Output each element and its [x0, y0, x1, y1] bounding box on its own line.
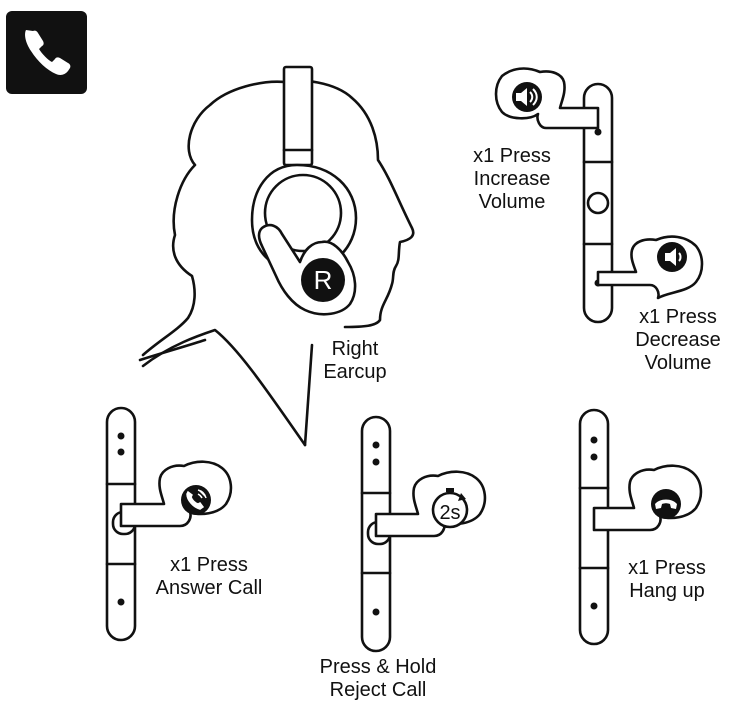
hang-up-icon [655, 499, 677, 509]
decrease-volume-label: x1 Press Decrease Volume [618, 306, 738, 375]
hangup-label: x1 Press Hang up [612, 557, 722, 603]
speaker-up-icon [516, 88, 538, 106]
reject-call-label: Press & Hold Reject Call [298, 656, 458, 702]
answer-line1: x1 Press [170, 554, 248, 576]
head-silhouette [138, 79, 415, 447]
increase-line1: x1 Press [473, 145, 551, 167]
reject-line1: Press & Hold [319, 656, 437, 678]
phone-badge [6, 11, 87, 94]
decrease-line3: Volume [644, 352, 712, 374]
answer-line2: Answer Call [155, 577, 263, 599]
decrease-volume-hand [596, 235, 704, 300]
reject-hand: 2s [374, 470, 487, 538]
right-earcup-line2: Earcup [323, 361, 387, 383]
increase-volume-label: x1 Press Increase Volume [452, 145, 572, 214]
speaker-down-icon [665, 248, 682, 266]
increase-line3: Volume [478, 191, 546, 213]
hangup-line2: Hang up [629, 580, 705, 602]
timer-icon [431, 488, 469, 529]
hangup-line1: x1 Press [628, 557, 706, 579]
decrease-line1: x1 Press [639, 306, 717, 328]
increase-volume-hand [494, 67, 600, 130]
right-earcup-line1: Right [331, 338, 379, 360]
earcup-letter: R [314, 265, 333, 295]
timer-label: 2s [439, 502, 460, 524]
phone-icon [25, 30, 71, 75]
decrease-line2: Decrease [635, 329, 721, 351]
volume-control-bar [582, 82, 614, 324]
answer-hand [119, 460, 233, 528]
earcup-hand: R [257, 223, 357, 316]
hangup-hand [592, 464, 703, 532]
right-earcup-label: Right Earcup [310, 338, 400, 384]
increase-line2: Increase [473, 168, 551, 190]
answer-call-label: x1 Press Answer Call [138, 554, 280, 600]
reject-line2: Reject Call [329, 679, 427, 701]
phone-ring-icon [186, 489, 207, 510]
